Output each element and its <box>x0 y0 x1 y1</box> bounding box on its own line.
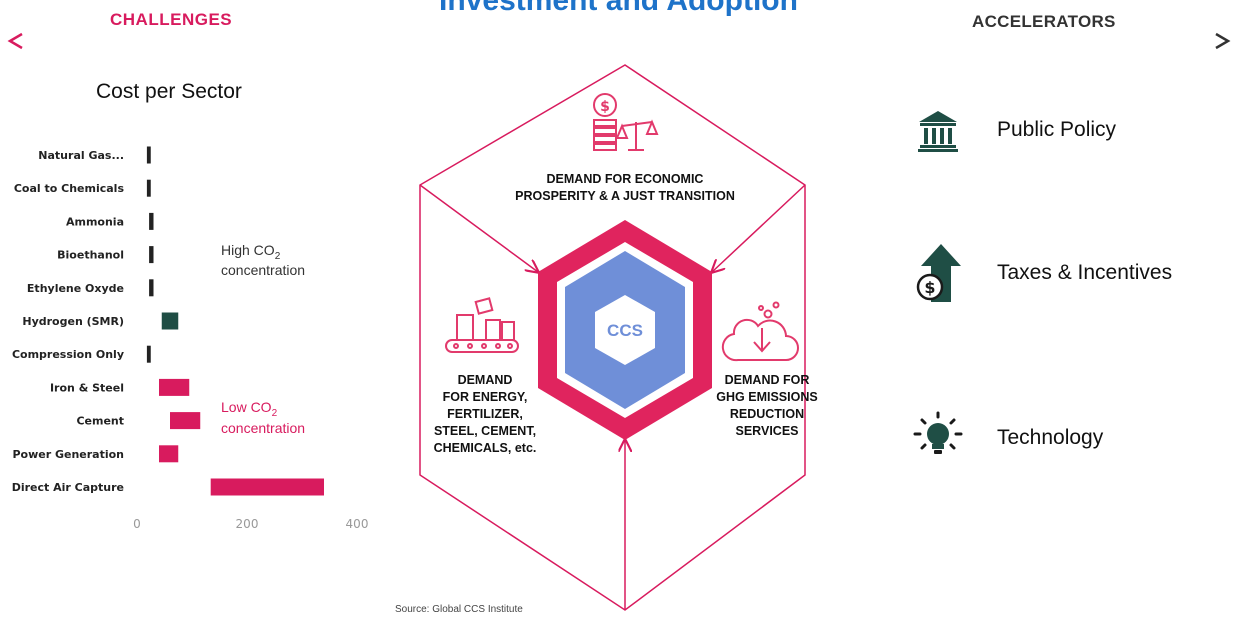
dollar-up-arrow-icon: $ <box>916 244 961 302</box>
bar-direct-air-capture <box>210 478 324 496</box>
high-co2-note-line2: concentration <box>221 262 305 278</box>
category-label: Direct Air Capture <box>12 481 124 494</box>
factory-conveyor-icon <box>445 297 519 353</box>
low-co2-note-line2: concentration <box>221 420 305 436</box>
right-label-line3: REDUCTION <box>730 407 804 421</box>
main-title: Investment and Adoption <box>439 0 798 17</box>
svg-text:$: $ <box>924 278 935 297</box>
x-tick-label: 200 <box>236 517 259 531</box>
category-label: Cement <box>76 415 124 428</box>
category-label: Ethylene Oxyde <box>27 282 124 295</box>
lightbulb-icon <box>913 411 963 454</box>
bar-ethylene-oxyde <box>149 279 154 297</box>
category-label: Compression Only <box>12 348 124 361</box>
top-label-line1: DEMAND FOR ECONOMIC <box>547 172 704 186</box>
cloud-emissions-icon <box>721 301 799 362</box>
left-label-line5: CHEMICALS, etc. <box>434 441 537 455</box>
accelerators-label: ACCELERATORS <box>972 12 1116 31</box>
challenge-accelerator-arrow <box>7 32 1231 50</box>
bar-coal-to-chemicals <box>146 179 151 197</box>
category-label: Power Generation <box>12 448 124 461</box>
arrow-head-right <box>1215 32 1231 50</box>
bar-bioethanol <box>149 246 154 264</box>
bar-cement <box>170 412 201 430</box>
category-label: Hydrogen (SMR) <box>22 315 124 328</box>
right-label-line2: GHG EMISSIONS <box>716 390 817 404</box>
category-labels-layer: Natural Gas... Coal to ChemicalsAmmoniaBi… <box>12 149 125 494</box>
left-label-line1: DEMAND <box>458 373 513 387</box>
spoke-left <box>419 184 538 272</box>
category-label: Coal to Chemicals <box>14 182 125 195</box>
bar-ammonia <box>149 212 154 230</box>
bar-compression-only <box>146 345 151 363</box>
government-building-icon <box>918 111 958 152</box>
category-label: Bioethanol <box>57 249 124 262</box>
accelerator-technology: Technology <box>997 426 1104 449</box>
chart-title: Cost per Sector <box>96 80 242 103</box>
bar-natural-gas <box>146 146 151 164</box>
left-label-line2: FOR ENERGY, <box>443 390 528 404</box>
category-label: Ammonia <box>66 215 124 228</box>
accelerator-taxes-incentives: Taxes & Incentives <box>997 261 1173 284</box>
category-label: Iron & Steel <box>50 381 124 394</box>
left-label-line3: FERTILIZER, <box>447 407 523 421</box>
money-balance-icon: $ <box>593 93 659 151</box>
right-label-line1: DEMAND FOR <box>725 373 810 387</box>
x-tick-label: 400 <box>346 517 369 531</box>
ccs-hexagon-diagram: CCS $ DEMAND FOR ECONOMIC PROSPERITY & A… <box>419 64 818 611</box>
cost-per-sector-chart: Natural Gas... Coal to ChemicalsAmmoniaBi… <box>12 146 368 531</box>
left-label-line4: STEEL, CEMENT, <box>434 424 536 438</box>
bar-iron-steel <box>159 378 190 396</box>
top-label-line2: PROSPERITY & A JUST TRANSITION <box>515 189 735 203</box>
ccs-label: CCS <box>607 321 643 340</box>
challenges-label: CHALLENGES <box>110 10 233 29</box>
bar-hydrogen-smr <box>161 312 179 330</box>
ccs-hexagon-core <box>595 295 655 365</box>
right-label-line4: SERVICES <box>736 424 799 438</box>
spoke-right <box>712 184 806 272</box>
bars-layer <box>146 146 324 496</box>
arrow-head-left <box>7 32 23 50</box>
source-note: Source: Global CCS Institute <box>395 604 523 615</box>
tick-labels-layer: 0 200 400 <box>133 517 368 531</box>
x-tick-label: 0 <box>133 517 141 531</box>
low-co2-note-line1: Low CO2 <box>221 399 278 419</box>
svg-text:$: $ <box>600 99 610 115</box>
accelerator-public-policy: Public Policy <box>997 118 1117 141</box>
high-co2-note-line1: High CO2 <box>221 242 281 262</box>
bar-power-generation <box>159 445 179 463</box>
category-label: Natural Gas... <box>38 149 124 162</box>
